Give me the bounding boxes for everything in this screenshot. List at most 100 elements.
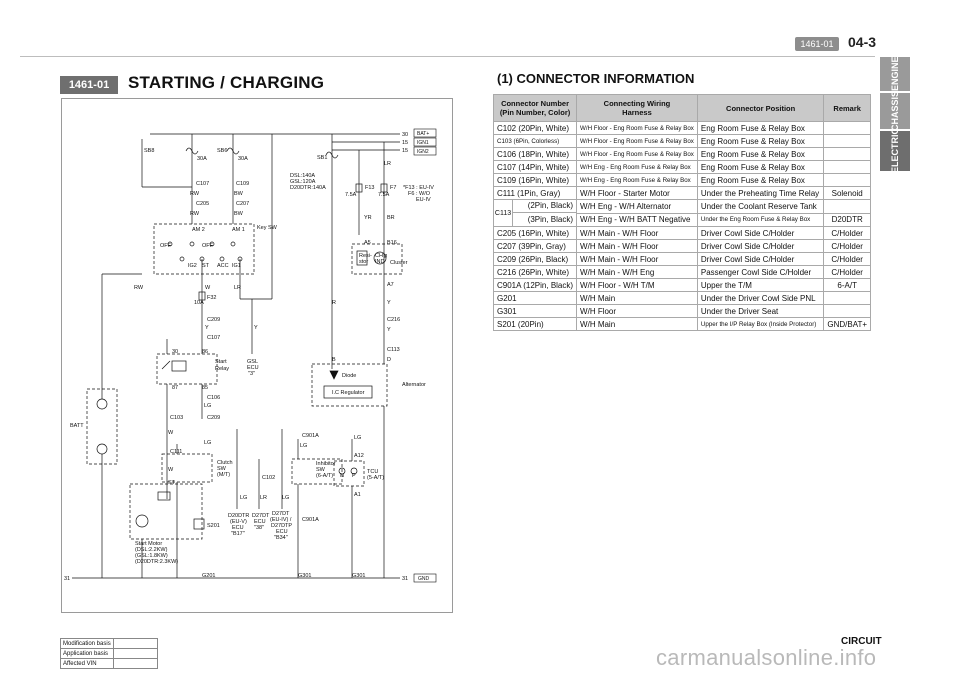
label-c107b: C107: [207, 335, 220, 341]
node-15: 15: [402, 140, 408, 146]
table-row: C103 (6Pin, Colorless)W/H Floor - Eng Ro…: [492, 134, 871, 148]
label-am2: AM 2: [192, 227, 205, 233]
label-87: 87: [172, 385, 178, 391]
header-connector-number: Connector Number(Pin Number, Color): [492, 94, 578, 122]
label-st2: ST: [168, 480, 176, 486]
revision-info-box: Modification basis Application basis Aff…: [60, 638, 159, 669]
label-inhib: Inhibitor: [316, 461, 336, 467]
label-batt: BATT: [70, 423, 84, 429]
wiring-diagram: 30 15 15 31 31 SB8 30A SB6 30A SB1 DSL:1…: [61, 98, 453, 613]
label-c209: C209: [207, 317, 220, 323]
label-c113: C113: [387, 347, 400, 353]
label-chg: CH'g: [375, 253, 387, 259]
label-keysw: Key SW: [257, 225, 278, 231]
table-row: Application basis: [60, 648, 159, 659]
label-motor2: (DSL:2.2KW): [135, 547, 168, 553]
label-y2: Y: [254, 325, 258, 331]
node-15b: 15: [402, 148, 408, 154]
label-motor3: (GSL:1.8KW): [135, 553, 168, 559]
label-chg2: IND: [375, 259, 385, 265]
section-title: STARTING / CHARGING: [128, 73, 325, 92]
label-y3: Y: [387, 300, 391, 306]
label-a7: A7: [387, 282, 394, 288]
label-d27b2: (EU-IV) /: [270, 517, 292, 523]
label-inhib2: SW: [316, 467, 326, 473]
label-off2: OFF: [202, 243, 214, 249]
label-lr3: LR: [384, 161, 391, 167]
label-85: 85: [202, 385, 208, 391]
watermark: carmanualsonline.info: [656, 645, 877, 670]
page-section-tag: 1461-01: [795, 37, 839, 51]
label-c901a2: C901A: [302, 517, 319, 523]
label-gsl-ecu: GSL: [247, 359, 258, 365]
label-d20: D20DTR:140A: [290, 185, 326, 191]
label-d27a3: "38": [254, 525, 264, 531]
label-d27b1: D27DT: [272, 511, 290, 517]
label-c109: C109: [236, 181, 249, 187]
side-tab-engine[interactable]: ENGINE: [880, 57, 910, 91]
label-lr: LR: [234, 285, 241, 291]
table-row: C109 (16Pin, White)W/H Eng - Eng Room Fu…: [492, 173, 871, 187]
label-f32a: 10A: [194, 300, 204, 306]
label-p: P: [352, 473, 356, 479]
label-ig2: IG2: [188, 263, 197, 269]
label-lg3: LG: [240, 495, 247, 501]
connector-info-table: Connector Number(Pin Number, Color) Conn…: [492, 94, 871, 331]
side-tab-electric[interactable]: ELECTRIC: [880, 129, 910, 174]
label-w3: W: [168, 467, 174, 473]
node-31-left: 31: [64, 576, 70, 582]
label-inhib3: (6-A/T): [316, 473, 333, 479]
table-row: C106 (18Pin, White)W/H Floor - Eng Room …: [492, 147, 871, 161]
label-c107: C107: [196, 181, 209, 187]
label-c209b: C209: [207, 415, 220, 421]
label-gsl: GSL:120A: [290, 179, 316, 185]
tag-ign2: IGN2: [417, 149, 429, 155]
label-lg5: LG: [300, 443, 307, 449]
label-d: D: [387, 357, 391, 363]
label-d27a2: ECU: [254, 519, 266, 525]
label-lg6: LG: [354, 435, 361, 441]
label-br: BR: [387, 215, 395, 221]
label-s201: S201: [207, 523, 220, 529]
node-31: 31: [402, 576, 408, 582]
label-clutch3: (M/T): [217, 472, 230, 478]
label-sb8: SB8: [144, 148, 154, 154]
label-d27a1: D27DT: [252, 513, 270, 519]
label-tcu: TCU: [367, 469, 378, 475]
label-acc: ACC: [217, 263, 229, 269]
label-resistor2: stor: [359, 259, 368, 265]
label-start-relay2: Relay: [215, 366, 229, 372]
side-tab-chassis[interactable]: CHASSIS: [880, 91, 910, 131]
label-am1: AM 1: [232, 227, 245, 233]
table-row: Affected VIN: [60, 658, 159, 669]
label-g301: G301: [298, 573, 311, 579]
label-c205: C205: [196, 201, 209, 207]
modification-basis-label: Modification basis: [60, 638, 114, 649]
label-alternator: Alternator: [402, 382, 426, 388]
label-sb6: SB6: [217, 148, 227, 154]
header-connector-position: Connector Position: [696, 94, 825, 122]
connector-info-title: (1) CONNECTOR INFORMATION: [497, 71, 695, 86]
label-gsl-ecu3: "3": [248, 371, 255, 377]
label-clutch: Clutch: [217, 460, 233, 466]
label-c103: C103: [170, 415, 183, 421]
label-start-relay: Start: [215, 359, 227, 365]
label-f13a: 7.5A: [345, 192, 357, 198]
label-lg4: LG: [282, 495, 289, 501]
label-f32: F32: [207, 295, 216, 301]
label-lg2: LG: [204, 440, 211, 446]
label-d20ecu4: "B17": [231, 531, 245, 537]
label-a1: A1: [354, 492, 361, 498]
label-clutch2: SW: [217, 466, 227, 472]
label-30: 30: [172, 349, 178, 355]
label-motor4: (D20DTR:2.3KW): [135, 559, 178, 565]
label-tcu2: (5-A/T): [367, 475, 384, 481]
label-motor1: Start Motor: [135, 541, 162, 547]
label-ig1: IG1: [232, 263, 241, 269]
